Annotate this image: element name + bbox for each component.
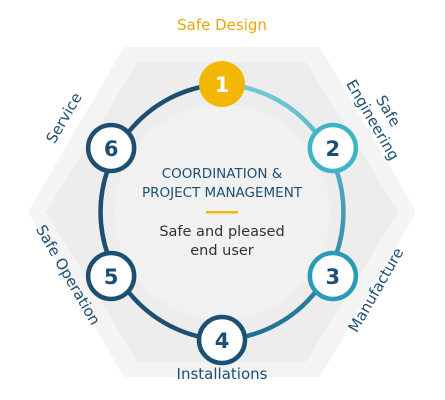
step-node-2-number: 2	[326, 137, 341, 161]
center-title-line-1: COORDINATION &	[162, 166, 283, 182]
step-node-5-circle	[85, 250, 137, 302]
step-node-3-circle	[307, 250, 359, 302]
step-node-1-number: 1	[215, 73, 230, 97]
step-node-1-circle	[199, 61, 245, 107]
step-label-1-line-1: Safe Design	[177, 16, 267, 34]
ring-arc-right	[235, 83, 346, 341]
step-node-6-circle	[85, 122, 137, 174]
step-node-5-number: 5	[104, 265, 119, 289]
step-node-1: 1	[199, 61, 245, 107]
center-title-line-2: PROJECT MANAGEMENT	[142, 185, 303, 201]
center-subtitle-line-2: end user	[190, 243, 254, 259]
step-node-2-circle	[307, 122, 359, 174]
step-node-3-number: 3	[326, 265, 341, 289]
step-node-4-number: 4	[215, 329, 230, 353]
step-node-5: 5	[85, 250, 137, 302]
step-node-4: 4	[196, 314, 248, 366]
step-label-4: Installations	[177, 365, 268, 383]
ring-arc-left	[98, 83, 209, 341]
step-label-1: Safe Design	[177, 16, 267, 34]
step-node-3: 3	[307, 250, 359, 302]
step-node-6-number: 6	[104, 137, 119, 161]
step-node-6: 6	[85, 122, 137, 174]
step-nodes: 1 2 3 4 5 6	[85, 61, 359, 366]
center-divider	[206, 211, 238, 214]
step-node-4-circle	[196, 314, 248, 366]
step-node-2: 2	[307, 122, 359, 174]
step-label-4-line-1: Installations	[177, 365, 268, 383]
center-subtitle-line-1: Safe and pleased	[159, 224, 284, 240]
